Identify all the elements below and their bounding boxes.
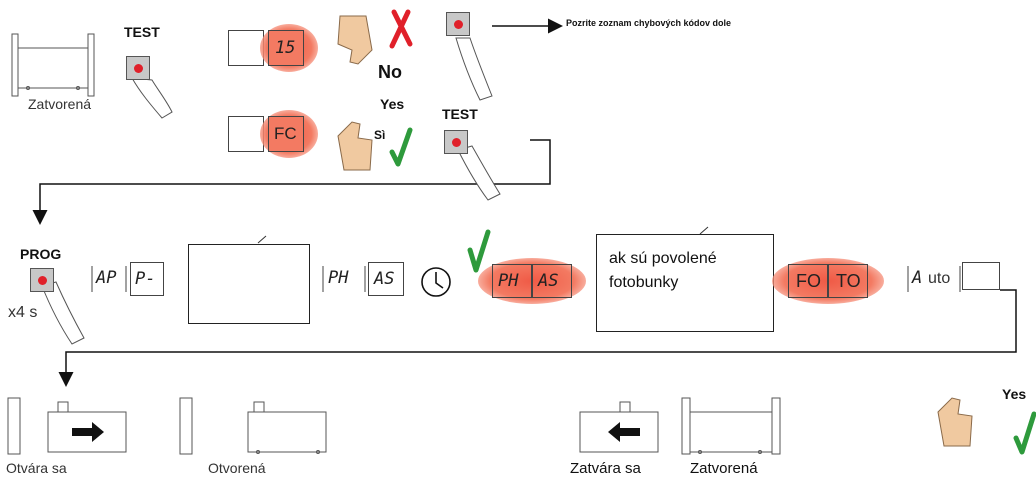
cross-icon (389, 9, 413, 49)
connector-row1-row2 (32, 139, 551, 225)
display-blank-1 (228, 30, 264, 66)
label-prog: PROG (20, 246, 62, 262)
connector-row2-row3 (58, 289, 1017, 387)
label-yes-bottom: Yes (1002, 386, 1027, 402)
empty-info-box (188, 244, 310, 324)
gate-post-icon (179, 397, 193, 455)
display-15: 15 (268, 30, 304, 66)
display-auto-rest: uto (928, 270, 951, 287)
label-yes: Yes (380, 96, 405, 112)
gate-closed-icon (681, 397, 691, 455)
test-button-3[interactable] (444, 130, 468, 154)
gate-opened-icon (247, 411, 327, 453)
gate-closed-icon (11, 33, 95, 97)
gate-post-icon (7, 397, 21, 455)
arrow-right-icon (72, 422, 104, 442)
label-closed-1: Zatvorená (28, 96, 92, 112)
arrow-left-icon (608, 422, 640, 442)
display-ap: AP (96, 268, 117, 288)
label-closed-2: Zatvorená (690, 460, 758, 477)
test-button-1[interactable] (126, 56, 150, 80)
label-test-2: TEST (442, 106, 478, 122)
label-hold-time: x4 s (8, 304, 38, 321)
thumb-down-icon (337, 15, 373, 65)
display-ph-2: PH (492, 264, 532, 298)
clock-icon (421, 267, 451, 297)
label-opening: Otvára sa (6, 460, 67, 476)
thumb-up-icon (337, 121, 973, 447)
label-opened: Otvorená (208, 460, 266, 476)
hand-pointer-icon (41, 37, 501, 345)
prog-button[interactable] (30, 268, 54, 292)
display-auto-a: A (912, 268, 923, 288)
display-blank-2 (228, 116, 264, 152)
display-blank-3 (962, 262, 1000, 290)
note-error-codes: Pozrite zoznam chybových kódov dole (566, 18, 732, 28)
label-closing: Zatvára sa (570, 460, 641, 477)
display-fc: FC (268, 116, 304, 152)
fotocell-info-box: ak sú povolené fotobunky (596, 234, 774, 332)
check-icon (389, 127, 1036, 455)
display-p-dash: P- (130, 262, 164, 296)
label-si: Sì (374, 128, 386, 142)
label-no: No (378, 62, 402, 82)
display-ph-1: PH (328, 268, 349, 288)
test-button-2[interactable] (446, 12, 470, 36)
display-as-2: AS (532, 264, 572, 298)
display-as-1: AS (368, 262, 404, 296)
display-to: TO (828, 264, 868, 298)
display-fo: FO (788, 264, 828, 298)
label-test-1: TEST (124, 24, 160, 40)
